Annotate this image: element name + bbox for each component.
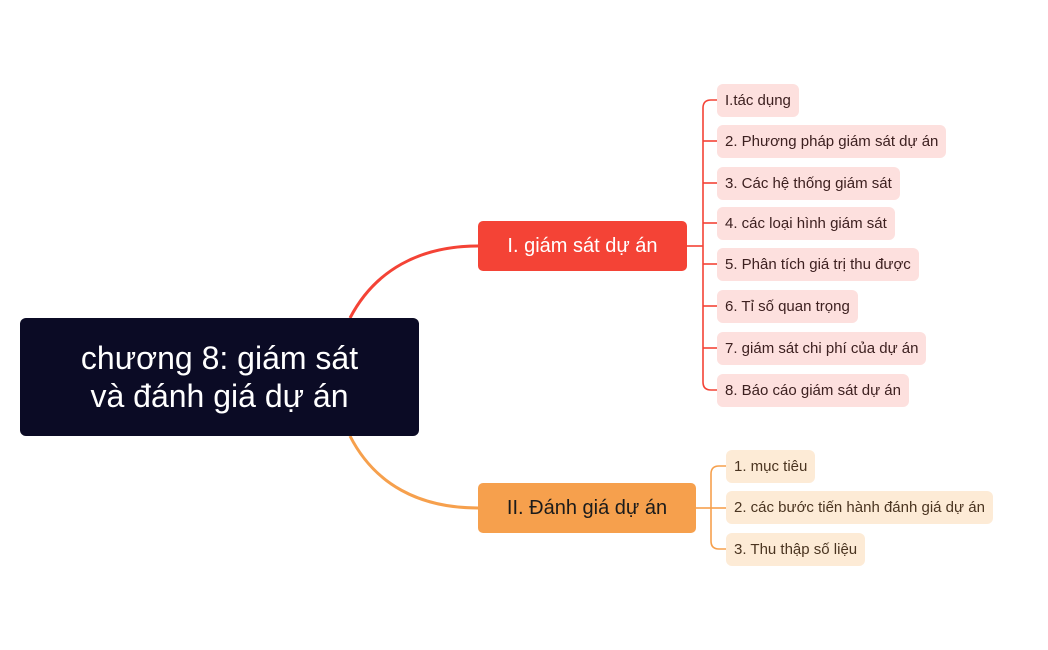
root-to-branch-1-line <box>348 244 479 319</box>
leaf-topic-ti-so[interactable]: 6. Tỉ số quan trọng <box>717 290 858 323</box>
branch-1-leaf-connectors <box>687 99 717 391</box>
root-topic[interactable]: chương 8: giám sát và đánh giá dự án <box>20 318 419 436</box>
branch-topic-giam-sat[interactable]: I. giám sát dự án <box>478 221 687 271</box>
leaf-topic-he-thong[interactable]: 3. Các hệ thống giám sát <box>717 167 900 200</box>
leaf-topic-cac-buoc[interactable]: 2. các bước tiến hành đánh giá dự án <box>726 491 993 524</box>
leaf-topic-bao-cao[interactable]: 8. Báo cáo giám sát dự án <box>717 374 909 407</box>
leaf-topic-phuong-phap[interactable]: 2. Phương pháp giám sát dự án <box>717 125 947 158</box>
leaf-topic-loai-hinh[interactable]: 4. các loại hình giám sát <box>717 207 895 240</box>
branch-2-leaf-connectors <box>696 465 726 550</box>
branch-topic-danh-gia[interactable]: II. Đánh giá dự án <box>478 483 696 533</box>
root-to-branch-2-line <box>348 435 479 510</box>
leaf-topic-thu-thap[interactable]: 3. Thu thập số liệu <box>726 533 866 566</box>
leaf-topic-muc-tieu[interactable]: 1. mục tiêu <box>726 450 816 483</box>
leaf-topic-tac-dung[interactable]: I.tác dụng <box>717 84 799 117</box>
leaf-topic-phan-tich[interactable]: 5. Phân tích giá trị thu được <box>717 248 919 281</box>
leaf-topic-chi-phi[interactable]: 7. giám sát chi phí của dự án <box>717 332 927 365</box>
